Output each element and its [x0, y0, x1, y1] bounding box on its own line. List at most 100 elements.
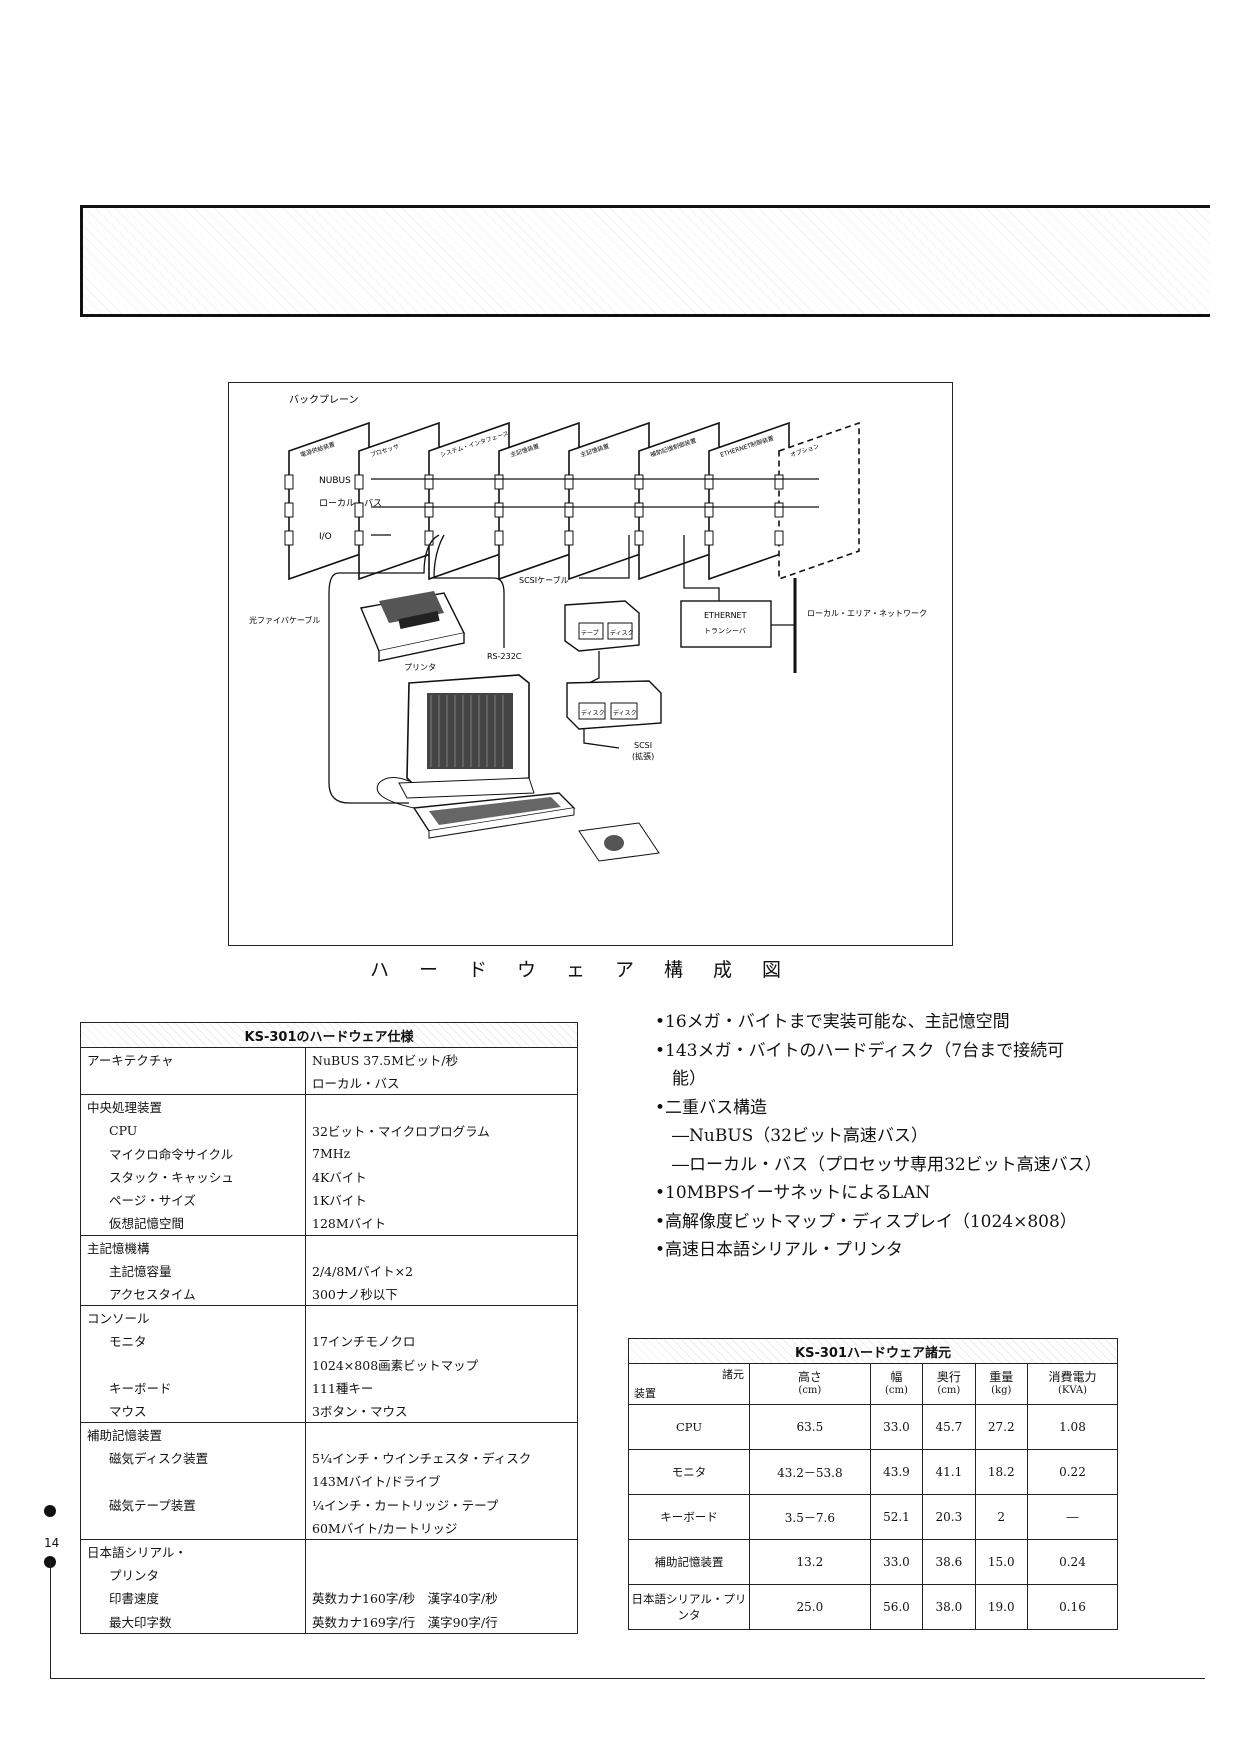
spec-row: 補助記憶装置 [80, 1422, 578, 1447]
feature-item: •10MBPSイーサネットによるLAN [655, 1183, 931, 1203]
spec-row: 印書速度英数カナ160字/秒 漢字40字/秒 [80, 1586, 578, 1610]
spec-row: 日本語シリアル・ [80, 1538, 578, 1564]
disk-disk-unit: ディスク ディスク [566, 680, 662, 730]
scsi-chain-cable [588, 651, 600, 684]
bottom-rule [50, 1678, 1205, 1679]
spec-value [305, 1538, 578, 1564]
spec-value: 1Kバイト [305, 1188, 578, 1212]
spec-value [305, 1305, 578, 1330]
hw-device: CPU [628, 1404, 750, 1450]
optical-fiber-label: 光ファイバケーブル [249, 615, 320, 625]
hw-value: 15.0 [974, 1539, 1028, 1585]
hw-device: モニタ [628, 1449, 750, 1495]
svg-text:ETHERNET: ETHERNET [704, 611, 747, 620]
hw-value: 25.0 [749, 1584, 871, 1630]
hw-value: 52.1 [869, 1494, 924, 1540]
board-group: 電源供給装置プロセッサシステム・インタフェース主記憶装置主記憶装置補助記憶制御装… [284, 421, 860, 581]
ethernet-transceiver: ETHERNET トランシーバ [680, 600, 772, 648]
spec-value: 2/4/8Mバイト×2 [305, 1258, 578, 1282]
feature-item: ―NuBUS（32ビット高速バス） [655, 1126, 928, 1146]
feature-item: •高解像度ビットマップ・ディスプレイ（1024×808） [655, 1211, 1077, 1232]
spec-row: 143Mバイト/ドライブ [80, 1469, 578, 1493]
spec-row: 1024×808画素ビットマップ [80, 1352, 578, 1376]
feature-list: •16メガ・バイトまで実装可能な、主記憶空間•143メガ・バイトのハードディスク… [655, 1008, 1215, 1265]
monitor [398, 674, 535, 799]
hw-value: 41.1 [922, 1449, 976, 1495]
hw-value: 2 [974, 1494, 1028, 1540]
spec-value: ¼インチ・カートリッジ・テープ [305, 1492, 578, 1516]
spec-value [305, 1094, 578, 1119]
spec-label [80, 1515, 306, 1540]
printer [360, 591, 466, 662]
svg-text:ディスク: ディスク [613, 709, 637, 717]
hw-diag-cell: 諸元装置 [628, 1363, 750, 1405]
svg-text:ディスク: ディスク [581, 709, 605, 717]
hw-value: 38.6 [922, 1539, 976, 1585]
spec-label: 印書速度 [80, 1586, 306, 1610]
svg-text:ディスク: ディスク [610, 629, 634, 637]
io-label: I/O [319, 532, 332, 542]
feature-item: 能） [655, 1069, 706, 1089]
hw-table-title: KS-301ハードウェア諸元 [628, 1338, 1118, 1364]
spec-value: 17インチモノクロ [305, 1329, 578, 1353]
backplane-label: バックプレーン [289, 394, 359, 406]
feature-item: •二重バス構造 [655, 1097, 768, 1118]
spec-label: アーキテクチャ [80, 1047, 306, 1072]
hw-value: 0.24 [1026, 1539, 1119, 1585]
hw-value: 18.2 [974, 1449, 1028, 1495]
hw-value: 45.7 [922, 1404, 976, 1450]
spec-label: 仮想記憶空間 [80, 1211, 306, 1235]
lan-label: ローカル・エリア・ネットワーク [807, 609, 927, 618]
ethernet-cable [683, 535, 720, 601]
hardware-diagram: バックプレーン 電源供給装置プロセッサシステム・インタフェース主記憶装置主記憶装… [228, 382, 953, 946]
hw-value: ― [1026, 1494, 1119, 1540]
spec-label: モニタ [80, 1329, 306, 1353]
hw-value: 0.22 [1026, 1449, 1119, 1495]
mouse [578, 822, 660, 862]
hw-value: 33.0 [869, 1404, 924, 1450]
rs232c-cable [433, 534, 505, 648]
margin-line [50, 1560, 51, 1678]
spec-label: スタック・キャッシュ [80, 1164, 306, 1189]
spec-label: 主記憶容量 [80, 1258, 306, 1282]
scsi-ext-label-2: (拡張) [632, 751, 654, 761]
feature-item: ―ローカル・バス（プロセッサ専用32ビット高速バス） [655, 1154, 1102, 1175]
hw-value: 27.2 [974, 1404, 1028, 1450]
spec-label: マウス [80, 1398, 306, 1423]
hw-value: 33.0 [869, 1539, 924, 1585]
title-banner [80, 205, 1210, 317]
spec-value: 1024×808画素ビットマップ [305, 1352, 578, 1376]
nubus-label: NUBUS [319, 476, 351, 486]
hw-value: 13.2 [749, 1539, 871, 1585]
hw-value: 3.5－7.6 [749, 1494, 871, 1540]
spec-label: 主記憶機構 [80, 1234, 306, 1259]
hw-col-header: 幅(cm) [869, 1363, 924, 1405]
hw-value: 56.0 [869, 1584, 924, 1630]
spec-label: 日本語シリアル・ [80, 1538, 306, 1564]
svg-text:テープ: テープ [581, 630, 599, 637]
hw-value: 19.0 [974, 1584, 1028, 1630]
spec-label: 中央処理装置 [80, 1094, 306, 1119]
local-bus-label: ローカル・バス [319, 498, 382, 509]
spec-label: ページ・サイズ [80, 1188, 306, 1212]
svg-text:トランシーバ: トランシーバ [704, 627, 746, 635]
spec-row: 最大印字数英数カナ169字/行 漢字90字/行 [80, 1609, 578, 1634]
spec-value [305, 1234, 578, 1259]
spec-label [80, 1352, 306, 1376]
hw-col-header: 消費電力(KVA) [1026, 1363, 1119, 1405]
spec-label: キーボード [80, 1375, 306, 1399]
spec-row: 中央処理装置 [80, 1094, 578, 1119]
